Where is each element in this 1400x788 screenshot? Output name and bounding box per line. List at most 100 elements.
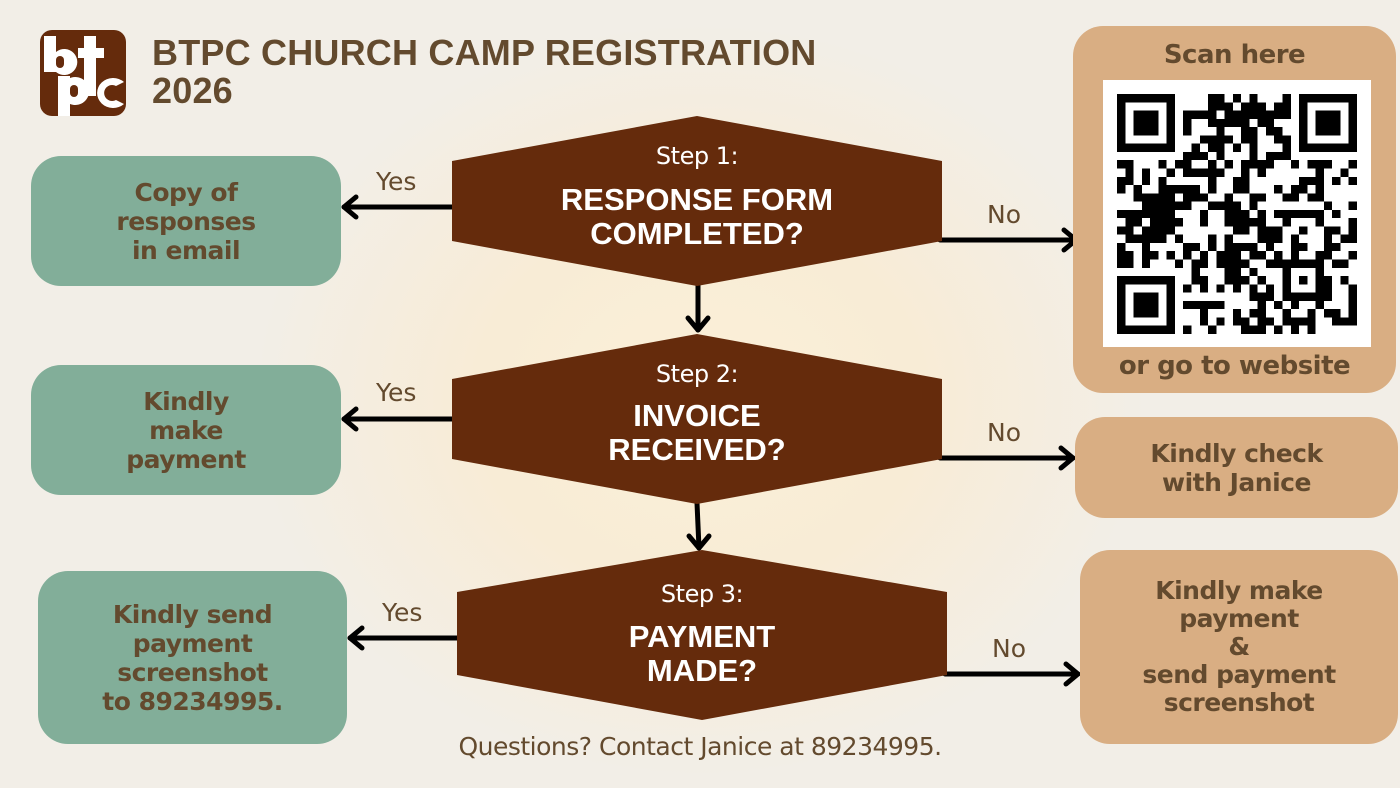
qr-module [1232, 185, 1242, 194]
qr-module [1174, 218, 1184, 227]
qr-module [1224, 251, 1233, 260]
qr-module [1224, 201, 1233, 210]
qr-module [1150, 110, 1159, 119]
qr-module [1315, 218, 1324, 227]
qr-module [1150, 118, 1159, 128]
qr-module [1216, 259, 1225, 268]
qr-module [1208, 325, 1217, 334]
qr-module [1150, 226, 1159, 235]
qr-module [1158, 160, 1167, 169]
qr-module [1133, 143, 1142, 152]
qr-module [1257, 251, 1266, 260]
qr-module [1323, 234, 1333, 243]
qr-module [1191, 259, 1200, 268]
qr-module [1232, 118, 1242, 128]
qr-module [1216, 168, 1225, 177]
qr-module [1282, 218, 1291, 227]
qr-module [1299, 118, 1308, 128]
qr-module [1232, 226, 1242, 235]
qr-module [1216, 151, 1225, 161]
qr-module [1133, 325, 1142, 334]
qr-module [1323, 292, 1333, 301]
step-1-no-label: No [987, 200, 1021, 229]
qr-module [1257, 160, 1266, 169]
qr-module [1141, 300, 1151, 310]
qr-module [1150, 300, 1159, 310]
qr-module [1274, 110, 1283, 119]
qr-module [1290, 209, 1300, 219]
qr-module [1158, 193, 1167, 202]
qr-module [1141, 176, 1151, 186]
qr-module [1150, 209, 1159, 219]
qr-module [1315, 300, 1324, 310]
qr-module [1274, 325, 1283, 334]
qr-module [1290, 185, 1300, 194]
qr-module [1125, 168, 1134, 177]
qr-module [1257, 168, 1266, 177]
qr-module [1249, 193, 1258, 202]
qr-module [1249, 143, 1258, 152]
qr-module [1348, 94, 1357, 103]
step-2-yes-label: Yes [376, 378, 417, 407]
qr-module [1232, 94, 1242, 103]
qr-heading: Scan here [1163, 40, 1306, 70]
qr-module [1249, 309, 1258, 318]
step-3-no-label: No [992, 634, 1026, 663]
qr-module [1249, 242, 1258, 252]
qr-module [1257, 102, 1266, 111]
qr-module [1323, 201, 1333, 210]
qr-module [1141, 168, 1151, 177]
qr-module [1340, 276, 1349, 285]
qr-module [1224, 218, 1233, 227]
qr-module [1166, 209, 1175, 219]
qr-module [1199, 168, 1209, 177]
qr-module [1150, 94, 1159, 103]
qr-module [1241, 135, 1250, 144]
qr-module [1174, 185, 1184, 194]
qr-module [1323, 242, 1333, 252]
qr-module [1199, 110, 1209, 119]
qr-module [1257, 218, 1266, 227]
qr-module [1265, 317, 1275, 326]
qr-module [1141, 234, 1151, 243]
qr-module [1282, 309, 1291, 318]
step-3-yes-outcome: Kindly send payment screenshot to 892349… [38, 571, 347, 744]
qr-module [1199, 300, 1209, 310]
qr-module [1174, 259, 1184, 268]
step-2-question: INVOICE RECEIVED? [608, 398, 786, 467]
qr-module [1249, 127, 1258, 136]
qr-module [1117, 135, 1126, 144]
arrow-step2-to-step3 [694, 500, 702, 551]
qr-module [1166, 102, 1175, 111]
qr-module [1274, 234, 1283, 243]
qr-module [1348, 300, 1357, 310]
qr-code[interactable] [1103, 80, 1371, 347]
contact-footer: Questions? Contact Janice at 89234995. [458, 732, 942, 761]
website-link[interactable]: or go to website [1118, 351, 1351, 381]
qr-module [1290, 242, 1300, 252]
arrowhead-step3-yes [347, 625, 365, 651]
qr-module [1191, 242, 1200, 252]
qr-module [1315, 209, 1324, 219]
qr-module [1166, 292, 1175, 301]
arrowhead-step2-no [1058, 445, 1076, 471]
qr-module [1299, 94, 1308, 103]
qr-module [1208, 176, 1217, 186]
qr-module [1257, 309, 1266, 318]
qr-module [1265, 160, 1275, 169]
qr-module [1232, 276, 1242, 285]
qr-module [1166, 276, 1175, 285]
qr-module [1241, 185, 1250, 194]
qr-module [1257, 300, 1266, 310]
qr-module [1150, 201, 1159, 210]
qr-module [1348, 135, 1357, 144]
qr-module [1117, 118, 1126, 128]
qr-module [1323, 160, 1333, 169]
qr-module [1191, 267, 1200, 277]
qr-module [1224, 102, 1233, 111]
step-2-no-outcome: Kindly check with Janice [1075, 417, 1398, 518]
qr-module [1117, 292, 1126, 301]
qr-module [1216, 284, 1225, 293]
btpc-logo-icon [44, 36, 124, 116]
qr-module [1257, 276, 1266, 285]
